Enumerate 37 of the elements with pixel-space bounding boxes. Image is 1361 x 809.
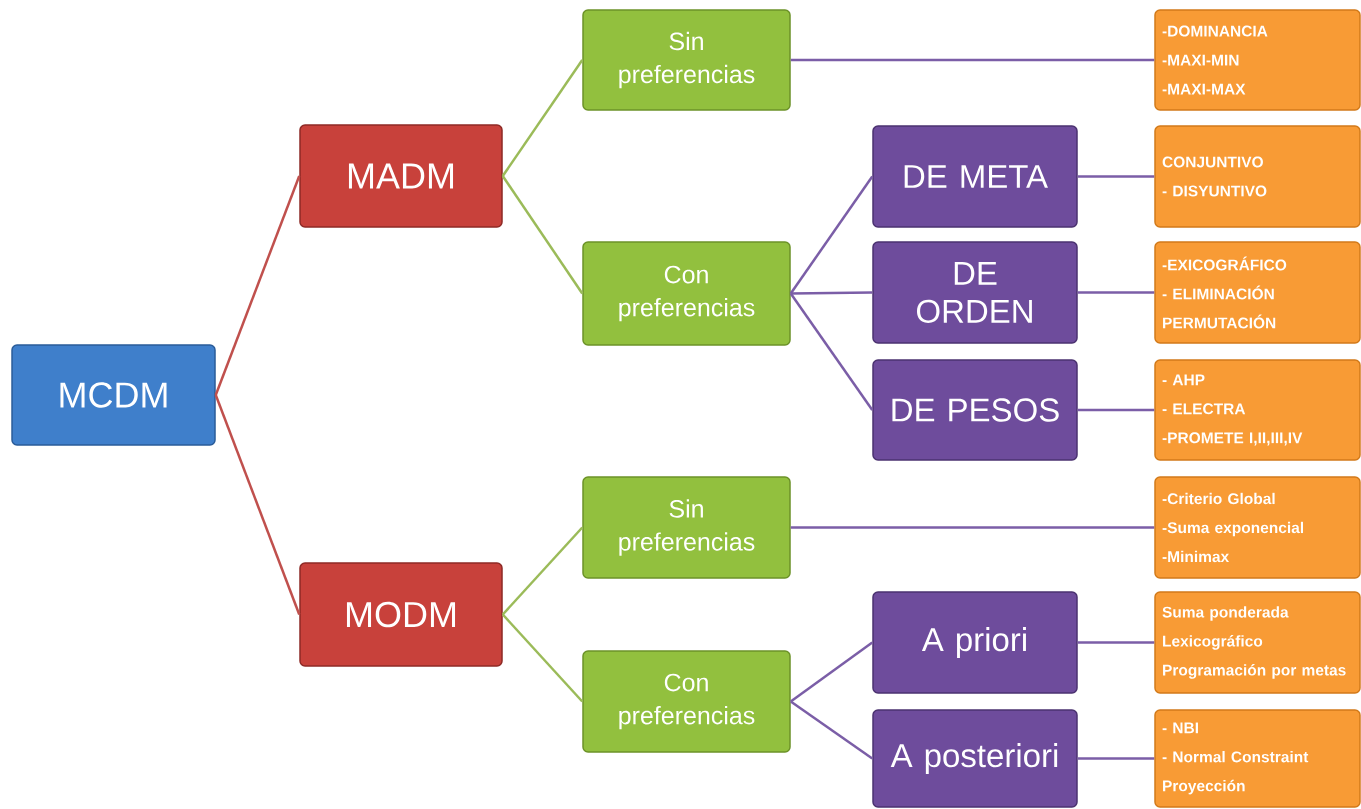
method-box: DE ORDEN: [872, 241, 1078, 344]
connector-line: [1077, 757, 1155, 760]
connector-line: [1077, 641, 1155, 644]
method-box: A priori: [872, 591, 1078, 694]
method-box: DE PESOS: [872, 359, 1078, 461]
method-box: DE META: [872, 125, 1078, 228]
preference-box: Sin preferencias: [582, 9, 791, 111]
connector-line: [1077, 291, 1155, 294]
connector-line: [1077, 175, 1155, 178]
connector-line: [790, 641, 873, 703]
method-list-box: -Criterio Global -Suma exponencial -Minimax: [1154, 476, 1361, 579]
method-list-box: -EXICOGRÁFICO - ELIMINACIÓN PERMUTACIÓN: [1154, 241, 1361, 344]
connector-line: [790, 526, 1155, 529]
connector-line: [789, 292, 874, 411]
connector-line: [214, 394, 301, 615]
connector-line: [501, 526, 584, 616]
connector-line: [790, 58, 1155, 62]
method-list-box: -DOMINANCIA -MAXI-MIN -MAXI-MAX: [1154, 9, 1361, 111]
connector-line: [501, 613, 584, 703]
method-list-box: - NBI - Normal Constraint Proyección: [1154, 709, 1361, 808]
category-box: MADM: [299, 124, 503, 228]
category-box: MODM: [299, 562, 503, 667]
method-list-box: CONJUNTIVO - DISYUNTIVO: [1154, 125, 1361, 228]
preference-box: Con preferencias: [582, 650, 791, 753]
connector-line: [214, 175, 301, 396]
connector-line: [790, 291, 873, 295]
connector-line: [789, 175, 874, 295]
preference-box: Con preferencias: [582, 241, 791, 346]
connector-line: [1077, 408, 1155, 412]
method-box: A posteriori: [872, 709, 1078, 808]
connector-line: [501, 59, 584, 177]
connector-line: [790, 700, 873, 760]
method-list-box: - AHP - ELECTRA -PROMETE I,II,III,IV: [1154, 359, 1361, 461]
preference-box: Sin preferencias: [582, 476, 791, 579]
connector-line: [501, 175, 584, 295]
root-box: MCDM: [11, 344, 216, 446]
method-list-box: Suma ponderada Lexicográfico Programación por metas: [1154, 591, 1361, 694]
